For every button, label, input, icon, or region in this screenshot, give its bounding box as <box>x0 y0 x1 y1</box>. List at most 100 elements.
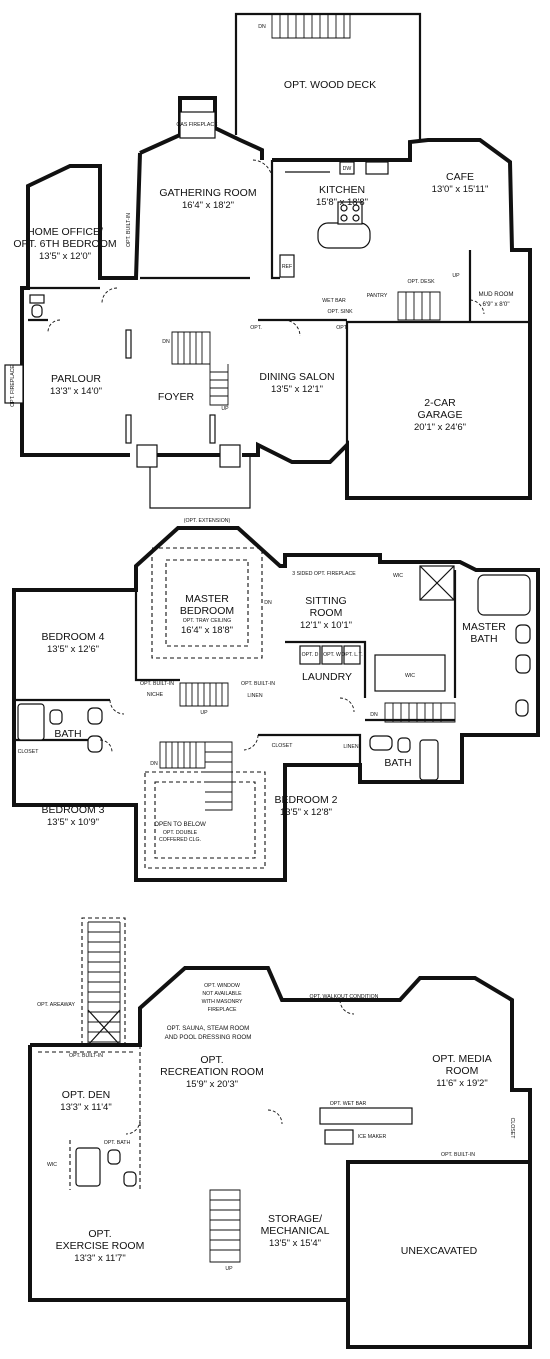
gathering-room-size: 16'4" x 18'2" <box>182 200 234 211</box>
bath2-label: BATH <box>384 757 411 769</box>
front-planter <box>136 444 158 468</box>
garage-size: 20'1" x 24'6" <box>414 422 466 433</box>
sauna-label: OPT. SAUNA, STEAM ROOM <box>167 1025 250 1032</box>
laundry-wall <box>285 640 367 698</box>
coffered-clg-label: COFFERED CLG. <box>159 837 201 843</box>
door-swing <box>47 319 61 333</box>
den-label: OPT. DEN <box>62 1089 110 1101</box>
hall-sink <box>87 707 103 725</box>
tray-ceiling-label: OPT. TRAY CEILING <box>183 618 231 624</box>
door-swing <box>267 1109 283 1125</box>
tray-ceiling-outline <box>151 547 263 659</box>
unexcavated-label: UNEXCAVATED <box>401 1245 478 1257</box>
media-label-line1: OPT. MEDIA <box>432 1053 492 1065</box>
parlour-fireplace-box <box>4 364 24 404</box>
sitting-room-size: 12'1" x 10'1" <box>300 620 352 631</box>
second-floor-stairs <box>159 741 233 811</box>
bath2-tub <box>419 739 439 781</box>
closet-label: CLOSET <box>272 743 294 749</box>
second-floor-plan: (OPT. EXTENSION) MASTER BEDROOM OPT. TRA… <box>12 518 540 882</box>
mud-room-size: 6'9" x 8'0" <box>482 301 509 308</box>
media-size: 11'6" x 19'2" <box>436 1078 487 1089</box>
dining-opt-label: OPT. <box>336 325 348 331</box>
dining-salon-label: DINING SALON <box>259 371 334 383</box>
den-toilet <box>123 1171 137 1187</box>
sitting-dn-label: DN <box>264 600 272 606</box>
coffered-ceiling-inner <box>154 781 256 859</box>
storage-label-line2: MECHANICAL <box>261 1225 330 1237</box>
double-coffered-label: OPT. DOUBLE <box>163 830 198 836</box>
opt-desk-label: OPT. DESK <box>407 279 435 285</box>
column <box>209 414 216 444</box>
deck-stairs <box>271 14 351 39</box>
powder-toilet <box>31 304 43 318</box>
media-label-line2: ROOM <box>446 1065 479 1077</box>
door-swing <box>101 287 118 304</box>
den-built-in-label: OPT. BUILT-IN <box>69 1053 103 1059</box>
closet-label: CLOSET <box>509 1118 515 1140</box>
den-sink <box>107 1149 121 1165</box>
kitchen-wall <box>270 160 280 280</box>
opt-sink-label: OPT. SINK <box>327 309 353 315</box>
opt-window-label: OPT. WINDOW <box>204 983 240 989</box>
wood-deck-label: OPT. WOOD DECK <box>284 79 376 91</box>
column <box>125 414 132 444</box>
areaway-x <box>87 1009 121 1046</box>
wet-bar-label: WET BAR <box>322 298 346 304</box>
kitchen-label: KITCHEN <box>319 184 365 196</box>
wic-island <box>374 654 446 692</box>
bedroom3-label: BEDROOM 3 <box>41 804 104 816</box>
garage-stairs <box>397 291 441 321</box>
master-bath-label-line2: BATH <box>470 633 497 645</box>
opt-d-label: OPT. D <box>302 652 319 658</box>
second-floor-exterior-wall <box>12 526 540 882</box>
home-office-label-line1: HOME OFFICE/ <box>27 226 103 238</box>
bedroom3-size: 13'5" x 10'9" <box>47 817 99 828</box>
hall-toilet <box>49 709 63 725</box>
refrigerator <box>279 254 295 278</box>
door-swing <box>283 319 301 337</box>
home-office-size: 13'5" x 12'0" <box>39 251 91 262</box>
wet-bar-counter <box>319 1107 413 1125</box>
mud-room-label: MUD ROOM <box>478 291 513 298</box>
foyer-stairs <box>171 331 229 406</box>
niche-steps <box>179 682 229 707</box>
walkout-label: OPT. WALKOUT CONDITION <box>310 994 379 1000</box>
wic-label: WIC <box>405 673 415 679</box>
recreation-label-line2: RECREATION ROOM <box>160 1066 264 1078</box>
linen-label: LINEN <box>247 693 263 699</box>
exercise-label-line2: EXERCISE ROOM <box>56 1240 145 1252</box>
parlour-size: 13'3" x 14'0" <box>50 386 102 397</box>
den-tub <box>75 1147 101 1187</box>
burner <box>352 204 360 212</box>
burner <box>352 214 360 222</box>
bedroom2-size: 13'5" x 12'8" <box>280 807 332 818</box>
hall-bath-label: BATH <box>54 728 81 740</box>
den-size: 13'3" x 11'4" <box>60 1102 111 1113</box>
foyer-up-label: UP <box>221 406 229 412</box>
niche-label: NICHE <box>147 692 164 698</box>
basement-up-label: UP <box>225 1266 233 1272</box>
kitchen-island <box>317 222 371 249</box>
second-floor-stairs-upper <box>384 702 456 723</box>
first-floor-exterior-wall <box>20 96 532 500</box>
door-swing <box>99 739 113 753</box>
gas-fireplace-label: GAS FIREPLACE <box>176 122 218 128</box>
media-built-in-label: OPT. BUILT-IN <box>441 1152 475 1158</box>
bedroom4-size: 13'5" x 12'6" <box>47 644 99 655</box>
basement-stairs <box>209 1189 241 1263</box>
cafe-size: 13'0" x 15'11" <box>432 184 489 195</box>
vanity-sink <box>515 624 531 644</box>
front-planter <box>219 444 241 468</box>
areaway-label: OPT. AREAWAY <box>37 1002 75 1008</box>
home-office-label-line2: OPT. 6TH BEDROOM <box>13 238 116 250</box>
master-bedroom-wall <box>134 590 180 682</box>
wet-bar-island <box>324 1129 354 1145</box>
storage-size: 13'5" x 15'4" <box>269 1238 321 1249</box>
master-bedroom-label-line1: MASTER <box>185 593 229 605</box>
pantry-label: PANTRY <box>367 293 388 299</box>
powder-sink <box>29 294 45 304</box>
bedroom4-label: BEDROOM 4 <box>41 631 104 643</box>
master-bedroom-label-line2: BEDROOM <box>180 605 234 617</box>
